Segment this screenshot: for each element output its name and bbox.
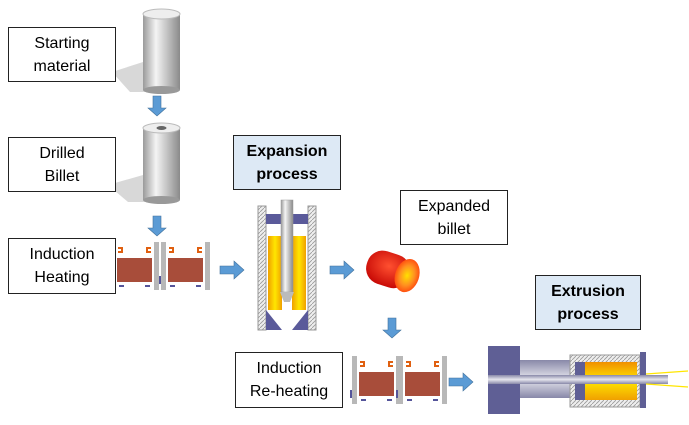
- label-line: Induction: [256, 360, 322, 377]
- label-line: Starting: [34, 34, 90, 52]
- label-extrusion-process: Extrusion process: [535, 275, 641, 330]
- label-line: process: [256, 165, 318, 183]
- arrow-right-3: [448, 372, 474, 392]
- label-drilled-billet: Drilled Billet: [8, 137, 116, 192]
- label-induction-heating: Induction Heating: [8, 238, 116, 294]
- label-expansion-process: Expansion process: [233, 135, 341, 190]
- label-line: material: [33, 57, 91, 75]
- label-line: billet: [437, 220, 471, 238]
- induction-coil-group-2: [349, 355, 448, 405]
- induction-coil-group-1: [107, 241, 211, 291]
- label-line: process: [557, 305, 619, 323]
- label-line: Heating: [34, 269, 90, 286]
- arrow-down-3: [382, 317, 402, 339]
- label-line: Billet: [44, 167, 80, 185]
- label-expanded-billet: Expanded billet: [400, 190, 508, 245]
- extrusion-press: [488, 346, 689, 414]
- label-line: Drilled: [39, 144, 85, 162]
- label-line: Re-heating: [249, 383, 329, 400]
- starting-material-cylinder: [112, 8, 181, 94]
- label-line: Extrusion: [551, 282, 625, 300]
- arrow-right-2: [329, 260, 355, 280]
- label-line: Expansion: [246, 142, 328, 160]
- label-line: Induction: [29, 246, 95, 263]
- drilled-billet-cylinder: [108, 122, 181, 204]
- arrow-down-1: [147, 95, 167, 117]
- arrow-down-2: [147, 215, 167, 237]
- arrow-right-1: [219, 260, 245, 280]
- expanded-billet-shape: [366, 250, 420, 293]
- label-induction-reheating: Induction Re-heating: [235, 352, 343, 408]
- expansion-apparatus: [257, 199, 317, 331]
- label-starting-material: Starting material: [8, 27, 116, 82]
- label-line: Expanded: [417, 197, 491, 215]
